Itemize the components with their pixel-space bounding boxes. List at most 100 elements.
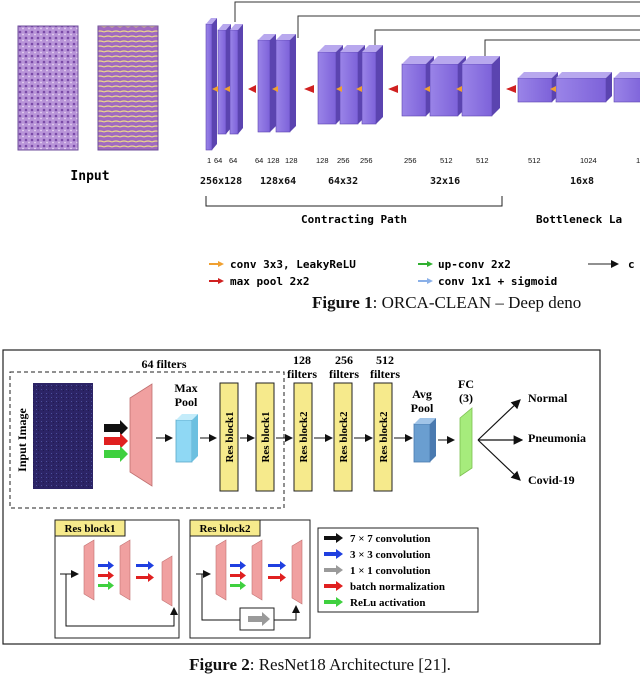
max-pool-cube: [175, 414, 198, 463]
legend-label: batch normalization: [350, 581, 445, 593]
svg-text:64: 64: [229, 156, 237, 165]
svg-text:1024: 1024: [580, 156, 597, 165]
legend-row: 3 × 3 convolution: [324, 549, 431, 561]
block-256c: [361, 45, 383, 125]
svg-text:Res block1: Res block1: [224, 411, 236, 462]
figure1: Input: [17, 1, 640, 312]
svg-text:512: 512: [440, 156, 453, 165]
svg-text:Res block1: Res block1: [260, 411, 272, 462]
output-labels: Normal Pneumonia Covid-19: [528, 391, 586, 487]
legend-arrow-icon: [324, 552, 336, 556]
svg-text:Res block2: Res block2: [378, 411, 390, 463]
svg-text:128x64: 128x64: [260, 176, 296, 187]
unet-blocks: [205, 18, 640, 151]
legend-conv1-icon: [418, 278, 433, 284]
legend-arrow-head: [336, 581, 343, 591]
legend-arrow-icon: [324, 600, 336, 604]
contracting-bracket: [205, 196, 503, 207]
output-pneumonia: Pneumonia: [528, 431, 586, 445]
input-spectrogram-noisy: [17, 25, 79, 151]
legend-upconv-label: up-conv 2x2: [438, 258, 511, 271]
legend-arrow-head: [336, 549, 343, 559]
legend-upconv-icon: [418, 261, 433, 267]
block-64b: [229, 24, 243, 135]
legend-arrow-head: [336, 597, 343, 607]
stem-dashed-box: [9, 371, 285, 509]
resolution-labels: 256x128 128x64 64x32 32x16 16x8: [200, 176, 594, 187]
svg-text:128: 128: [316, 156, 329, 165]
svg-text:1: 1: [636, 156, 640, 165]
figure2-caption: Figure 2: ResNet18 Architecture [21].: [189, 655, 451, 674]
svg-text:512: 512: [528, 156, 541, 165]
conv7x7-layer: [129, 383, 153, 487]
legend-label: 3 × 3 convolution: [350, 549, 431, 561]
svg-text:Res block2: Res block2: [298, 411, 310, 463]
legend-row: batch normalization: [324, 581, 445, 593]
legend-arrow-icon: [324, 536, 336, 540]
output-covid: Covid-19: [528, 473, 575, 487]
legend-arrow-head: [336, 565, 343, 575]
figure1-legend: conv 3x3, LeakyReLU max pool 2x2 up-conv…: [209, 258, 635, 288]
res-block1-a: [219, 382, 239, 492]
legend-conv1-label: conv 1x1 + sigmoid: [438, 275, 557, 288]
svg-text:Res block1: Res block1: [64, 523, 115, 535]
block-128b: [275, 34, 296, 133]
svg-text:256: 256: [404, 156, 417, 165]
output-normal: Normal: [528, 391, 568, 405]
legend-label: ReLu activation: [350, 597, 425, 609]
block-bottleneck-c: [613, 72, 640, 103]
legend-arrow-head: [336, 533, 343, 543]
stem-arrows: [104, 420, 128, 462]
svg-text:128: 128: [267, 156, 280, 165]
contracting-path-label: Contracting Path: [301, 213, 407, 226]
output-arrows: [477, 399, 524, 481]
input-label: Input: [70, 169, 109, 184]
input-block: [205, 18, 217, 151]
svg-text:Res block2: Res block2: [199, 523, 251, 535]
svg-text:16x8: 16x8: [570, 176, 594, 187]
avg-pool-cube: [413, 418, 436, 463]
input-image: [33, 383, 93, 489]
legend-copy-label: c: [628, 258, 635, 271]
flow-arrows: [212, 85, 556, 93]
legend-label: 7 × 7 convolution: [350, 533, 431, 545]
legend-label: 1 × 1 convolution: [350, 565, 431, 577]
legend-row: 7 × 7 convolution: [324, 533, 431, 545]
input-spectrogram-clean: [97, 25, 159, 151]
svg-text:64x32: 64x32: [328, 176, 358, 187]
svg-text:64: 64: [255, 156, 263, 165]
filters-64-label: 64 filters: [142, 357, 187, 371]
res-block2-detail: Res block2: [189, 519, 311, 639]
figure2-legend: 7 × 7 convolution 3 × 3 convolution 1 × 1 …: [317, 527, 479, 613]
channel-labels: 1 64 64 64 128 128 128 256 256 256 512 5…: [207, 156, 640, 165]
svg-text:256: 256: [337, 156, 350, 165]
svg-text:1: 1: [207, 156, 211, 165]
legend-pool-icon: [209, 278, 224, 284]
block-bottleneck-b: [555, 72, 612, 103]
bottleneck-label: Bottleneck La: [536, 213, 622, 226]
legend-arrow-icon: [324, 568, 336, 572]
block-256a: [317, 45, 343, 125]
svg-text:32x16: 32x16: [430, 176, 460, 187]
svg-text:64: 64: [214, 156, 222, 165]
svg-text:Res block2: Res block2: [338, 411, 350, 463]
fc-label: FC(3): [458, 377, 474, 405]
block-bottleneck-a: [517, 72, 558, 103]
skip-connections: [234, 1, 640, 62]
svg-text:128: 128: [285, 156, 298, 165]
block-256b: [339, 45, 365, 125]
legend-arrow-icon: [324, 584, 336, 588]
block-64a: [217, 24, 231, 135]
legend-conv-icon: [209, 261, 224, 267]
block-128a: [257, 34, 276, 133]
figure1-caption: Figure 1: ORCA-CLEAN – Deep deno: [312, 293, 581, 312]
res-block2-256: [333, 382, 353, 492]
legend-row: ReLu activation: [324, 597, 425, 609]
